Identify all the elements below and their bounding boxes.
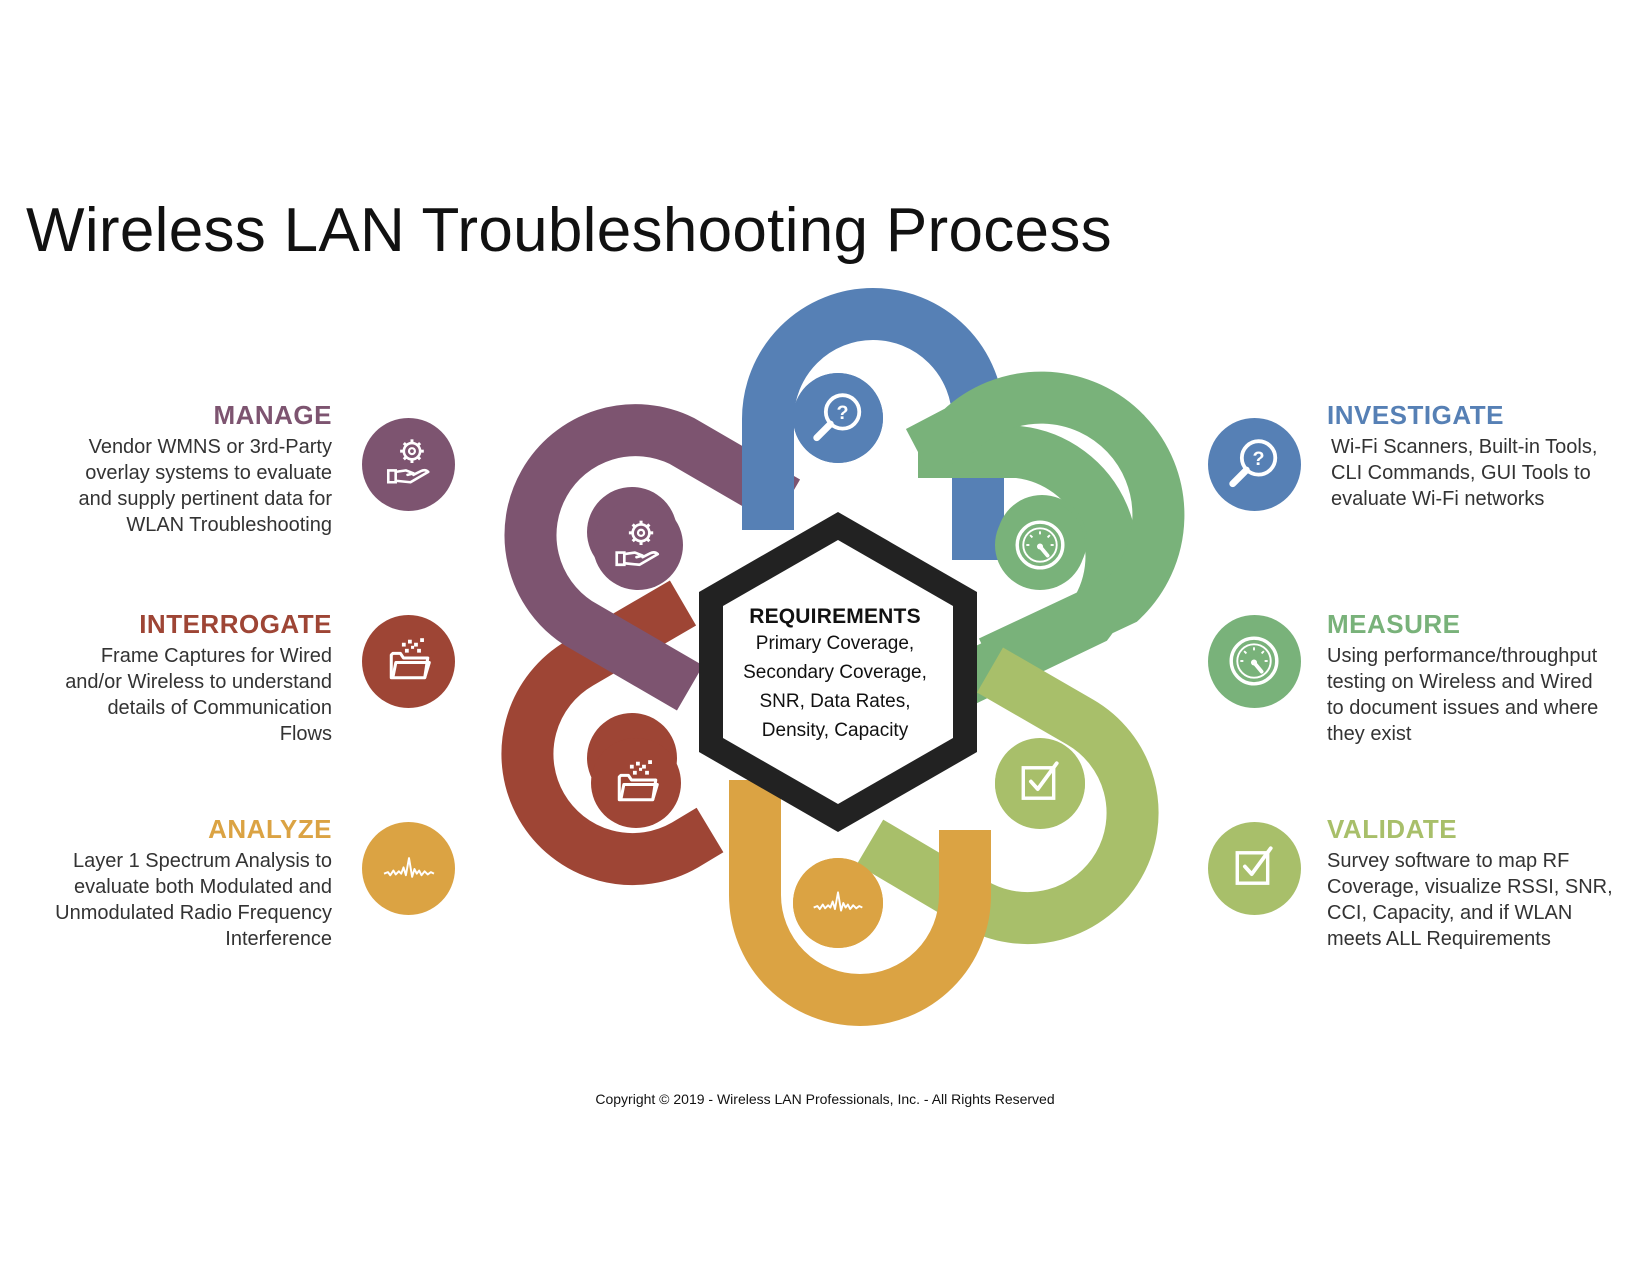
requirements-line: SNR, Data Rates, <box>759 691 911 713</box>
gear-hand-icon <box>362 418 455 511</box>
inner-icon-investigate <box>793 373 883 463</box>
investigate-line: Wi-Fi Scanners, Built-in Tools, <box>1331 436 1598 458</box>
inner-icon-analyze <box>793 858 883 948</box>
interrogate-line: Frame Captures for Wired <box>100 645 332 667</box>
investigate-line: CLI Commands, GUI Tools to <box>1331 462 1591 484</box>
inner-icon-measure <box>995 500 1085 590</box>
validate-line: meets ALL Requirements <box>1327 928 1551 950</box>
waveform-icon <box>362 822 455 915</box>
investigate-description: Wi-Fi Scanners, Built-in Tools, CLI Comm… <box>1331 434 1647 512</box>
magnifier-question-icon <box>1208 418 1301 511</box>
requirements-hexagon <box>699 512 977 832</box>
requirements-text: REQUIREMENTS Primary Coverage, Secondary… <box>720 605 950 744</box>
manage-block: MANAGE Vendor WMNS or 3rd-Party overlay … <box>2 402 332 538</box>
analyze-description: Layer 1 Spectrum Analysis to evaluate bo… <box>2 848 332 952</box>
folder-icon <box>362 615 455 708</box>
validate-block: VALIDATE Survey software to map RF Cover… <box>1327 816 1647 952</box>
interrogate-block: INTERROGATE Frame Captures for Wired and… <box>2 611 332 747</box>
copyright-notice: Copyright © 2019 - Wireless LAN Professi… <box>595 1091 1055 1107</box>
measure-heading: MEASURE <box>1327 609 1461 639</box>
manage-line: overlay systems to evaluate <box>85 462 332 484</box>
validate-heading: VALIDATE <box>1327 814 1458 844</box>
analyze-heading: ANALYZE <box>208 814 332 844</box>
investigate-heading: INVESTIGATE <box>1327 400 1504 430</box>
measure-line: testing on Wireless and Wired <box>1327 671 1593 693</box>
manage-line: and supply pertinent data for <box>78 488 332 510</box>
validate-line: CCI, Capacity, and if WLAN <box>1327 902 1573 924</box>
interrogate-line: and/or Wireless to understand <box>65 671 332 693</box>
analyze-line: Unmodulated Radio Frequency <box>55 902 332 924</box>
validate-line: Survey software to map RF <box>1327 850 1570 872</box>
investigate-line: evaluate Wi-Fi networks <box>1331 488 1545 510</box>
checkbox-icon <box>1208 822 1301 915</box>
analyze-line: Layer 1 Spectrum Analysis to <box>72 850 332 872</box>
interrogate-line: Flows <box>279 723 332 745</box>
page-title: Wireless LAN Troubleshooting Process <box>26 196 1112 265</box>
measure-line: they exist <box>1327 723 1412 745</box>
measure-line: to document issues and where <box>1327 697 1599 719</box>
inner-icon-validate <box>995 738 1085 828</box>
validate-line: Coverage, visualize RSSI, SNR, <box>1327 876 1613 898</box>
requirements-line: Primary Coverage, <box>755 633 915 655</box>
measure-description: Using performance/throughput testing on … <box>1327 643 1647 747</box>
validate-description: Survey software to map RF Coverage, visu… <box>1327 848 1647 952</box>
measure-block: MEASURE Using performance/throughput tes… <box>1327 611 1647 747</box>
analyze-line: Interference <box>225 928 332 950</box>
manage-line: Vendor WMNS or 3rd-Party <box>88 436 332 458</box>
inner-icon-interrogate <box>591 738 681 828</box>
analyze-line: evaluate both Modulated and <box>74 876 332 898</box>
analyze-block: ANALYZE Layer 1 Spectrum Analysis to eva… <box>2 816 332 952</box>
gauge-icon <box>1208 615 1301 708</box>
manage-description: Vendor WMNS or 3rd-Party overlay systems… <box>2 434 332 538</box>
interrogate-heading: INTERROGATE <box>139 609 332 639</box>
requirements-heading: REQUIREMENTS <box>749 605 921 628</box>
measure-line: Using performance/throughput <box>1327 645 1598 667</box>
requirements-line: Secondary Coverage, <box>743 662 927 684</box>
manage-heading: MANAGE <box>213 400 332 430</box>
interrogate-description: Frame Captures for Wired and/or Wireless… <box>2 643 332 747</box>
manage-line: WLAN Troubleshooting <box>126 514 332 536</box>
interrogate-line: details of Communication <box>107 697 332 719</box>
inner-icon-manage <box>593 500 683 590</box>
investigate-block: INVESTIGATE Wi-Fi Scanners, Built-in Too… <box>1327 402 1647 512</box>
requirements-line: Density, Capacity <box>761 720 909 742</box>
